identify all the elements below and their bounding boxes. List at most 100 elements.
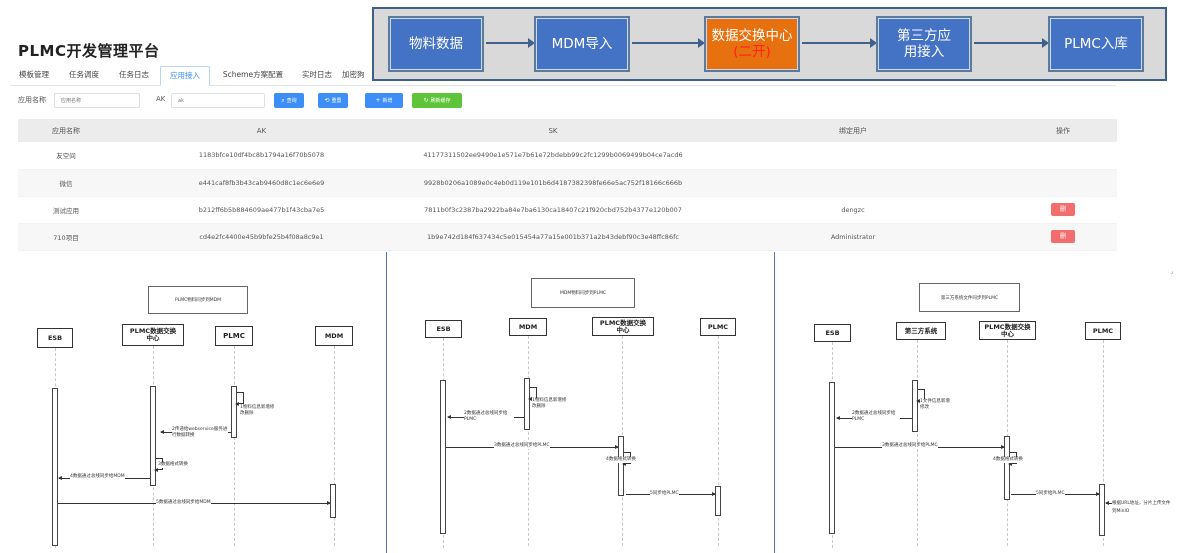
cell-actions: [1009, 142, 1117, 170]
delete-button[interactable]: 删: [1051, 203, 1075, 216]
message-label: 2数据通过总线同步给PLMC: [464, 411, 514, 423]
column-app-name: 应用名称: [18, 119, 114, 142]
column-ak: AK: [114, 119, 409, 142]
process-flow-diagram: 物料数据 MDM导入 数据交换中心(二开) 第三方应用接入 PLMC入库: [372, 7, 1167, 81]
cell-app-name: 友空间: [18, 142, 114, 170]
app-name-label: 应用名称: [18, 96, 46, 104]
cell-user: Administrator: [697, 223, 1009, 251]
tab-template-management[interactable]: 模板管理: [19, 70, 49, 79]
tab-bar: 模板管理 任务调度 任务日志 应用接入 Scheme方案配置 实时日志 加密狗: [10, 66, 1116, 86]
message-label: 5数据通过总线同步给MDM: [156, 500, 211, 506]
actor-plmc-exchange-center: PLMC数据交换中心: [592, 317, 654, 336]
divider: [774, 252, 775, 553]
actor-plmc: PLMC: [215, 326, 253, 346]
reset-button[interactable]: ⟲重置: [318, 93, 348, 108]
message-label: 5同步给PLMC: [650, 491, 679, 497]
cell-ak: b212ff6b5b884609ae477b1f43cba7e5: [114, 196, 409, 224]
cell-user: [697, 142, 1009, 170]
actor-plmc-exchange-center: PLMC数据交换中心: [979, 321, 1036, 340]
activation-bar: [524, 378, 530, 430]
app-table: 应用名称 AK SK 绑定用户 操作 友空间 1183bfce10df4bc8b…: [18, 119, 1117, 251]
ak-label: AK: [156, 95, 166, 103]
search-icon: ⌕: [281, 96, 285, 104]
lifeline: [1103, 340, 1104, 546]
message-label: 1物料信息新增修改删除: [240, 405, 276, 417]
tab-task-log[interactable]: 任务日志: [119, 70, 149, 79]
lifeline: [528, 336, 529, 546]
activation-bar: [912, 380, 918, 432]
actor-esb: ESB: [425, 320, 462, 338]
cell-sk: 1b9e742d184f637434c5e015454a77a15e001b37…: [409, 223, 697, 251]
resize-handle: ⌟: [1170, 268, 1173, 275]
ak-input[interactable]: [171, 93, 265, 108]
flow-arrow: [486, 38, 535, 48]
actor-esb: ESB: [814, 324, 851, 342]
plus-icon: +: [375, 97, 381, 104]
flow-step-mdm-import: MDM导入: [534, 16, 630, 72]
page-title: PLMC开发管理平台: [18, 42, 160, 60]
column-actions: 操作: [1009, 119, 1117, 142]
refresh-cache-button[interactable]: ↻刷新缓存: [412, 93, 462, 108]
message-label: 3数据通过总线同步给PLMC: [882, 443, 938, 449]
cell-app-name: 微信: [18, 169, 114, 197]
table-row[interactable]: 微信 e441caf8fb3b43cab9460d8c1ec6e6e9 9928…: [18, 169, 1117, 197]
lifeline: [334, 346, 335, 546]
message-label: 1物料信息新增修改删除: [532, 398, 568, 410]
divider: [386, 252, 387, 553]
activation-bar: [440, 380, 446, 534]
add-button[interactable]: +新增: [365, 93, 403, 108]
tab-app-access[interactable]: 应用接入: [160, 66, 210, 86]
diagram-title: PLMC物料同步到MDM: [148, 286, 248, 314]
message-label: 4数据通过总线同步给MDM: [70, 474, 125, 480]
cell-actions: 删: [1009, 196, 1117, 224]
table-row[interactable]: 友空间 1183bfce10df4bc8b1794a16f70b5078 411…: [18, 142, 1117, 170]
message-label: 2传递给webservice服务进行数据转换: [172, 427, 228, 439]
actor-plmc: PLMC: [700, 318, 736, 336]
cell-user: [697, 169, 1009, 197]
tab-dongle[interactable]: 加密狗: [342, 70, 365, 79]
message-label: 1文件信息新增修改: [920, 399, 950, 411]
activation-bar: [150, 386, 156, 486]
activation-bar: [715, 486, 721, 516]
cell-sk: 41177311502ee9490e1e571e7b61e72bdebb99c2…: [409, 142, 697, 170]
flow-step-data-exchange-center: 数据交换中心(二开): [704, 16, 800, 72]
actor-mdm: MDM: [509, 318, 547, 336]
delete-button[interactable]: 删: [1051, 230, 1075, 243]
table-header: 应用名称 AK SK 绑定用户 操作: [18, 119, 1117, 142]
self-message: [235, 392, 244, 406]
table-row[interactable]: 测试应用 b212ff6b5b884609ae477b1f43cba7e5 78…: [18, 196, 1117, 224]
diagram-title: 第三方系统文件同步到PLMC: [919, 283, 1020, 312]
message-label: 4数据格式转换: [993, 457, 1023, 463]
tab-realtime-log[interactable]: 实时日志: [302, 70, 332, 79]
lifeline: [234, 346, 235, 546]
message-label: 4数据格式转换: [606, 457, 636, 463]
flow-arrow: [632, 38, 705, 48]
flow-step-material-data: 物料数据: [388, 16, 484, 72]
flow-arrow: [974, 38, 1049, 48]
table-row[interactable]: 710项目 cd4e2fc4400e45b9bfe25b4f08a8c9e1 1…: [18, 223, 1117, 251]
activation-bar: [1099, 484, 1105, 536]
cell-ak: cd4e2fc4400e45b9bfe25b4f08a8c9e1: [114, 223, 409, 251]
cell-sk: 7811b0f3c2387ba2922ba84e7ba6130ca18407c2…: [409, 196, 697, 224]
lifeline: [718, 336, 719, 546]
flow-step-third-party-access: 第三方应用接入: [876, 16, 972, 72]
actor-esb: ESB: [37, 328, 73, 348]
cell-app-name: 测试应用: [18, 196, 114, 224]
actor-plmc-exchange-center: PLMC数据交换中心: [122, 324, 184, 346]
cell-app-name: 710项目: [18, 223, 114, 251]
tab-task-scheduling[interactable]: 任务调度: [69, 70, 99, 79]
tab-scheme-config[interactable]: Scheme方案配置: [222, 70, 284, 79]
query-button[interactable]: ⌕查询: [274, 93, 304, 108]
message-label: 5同步给PLMC: [1036, 491, 1065, 497]
cell-actions: [1009, 169, 1117, 197]
activation-bar: [231, 386, 237, 438]
flow-step-plmc-storage: PLMC入库: [1048, 16, 1144, 72]
message-label: 根据URL地址，分片上传文件到MinIO: [1112, 500, 1172, 516]
message-label: 3数据通过总线同步给PLMC: [494, 443, 550, 449]
app-name-input[interactable]: [54, 93, 140, 108]
message-label: 3数据格式转换: [158, 462, 188, 468]
flow-arrow: [802, 38, 877, 48]
cell-sk: 9928b0206a1089e0c4eb0d119e101b6d41873823…: [409, 169, 697, 197]
cell-actions: 删: [1009, 223, 1117, 251]
column-bound-user: 绑定用户: [697, 119, 1009, 142]
